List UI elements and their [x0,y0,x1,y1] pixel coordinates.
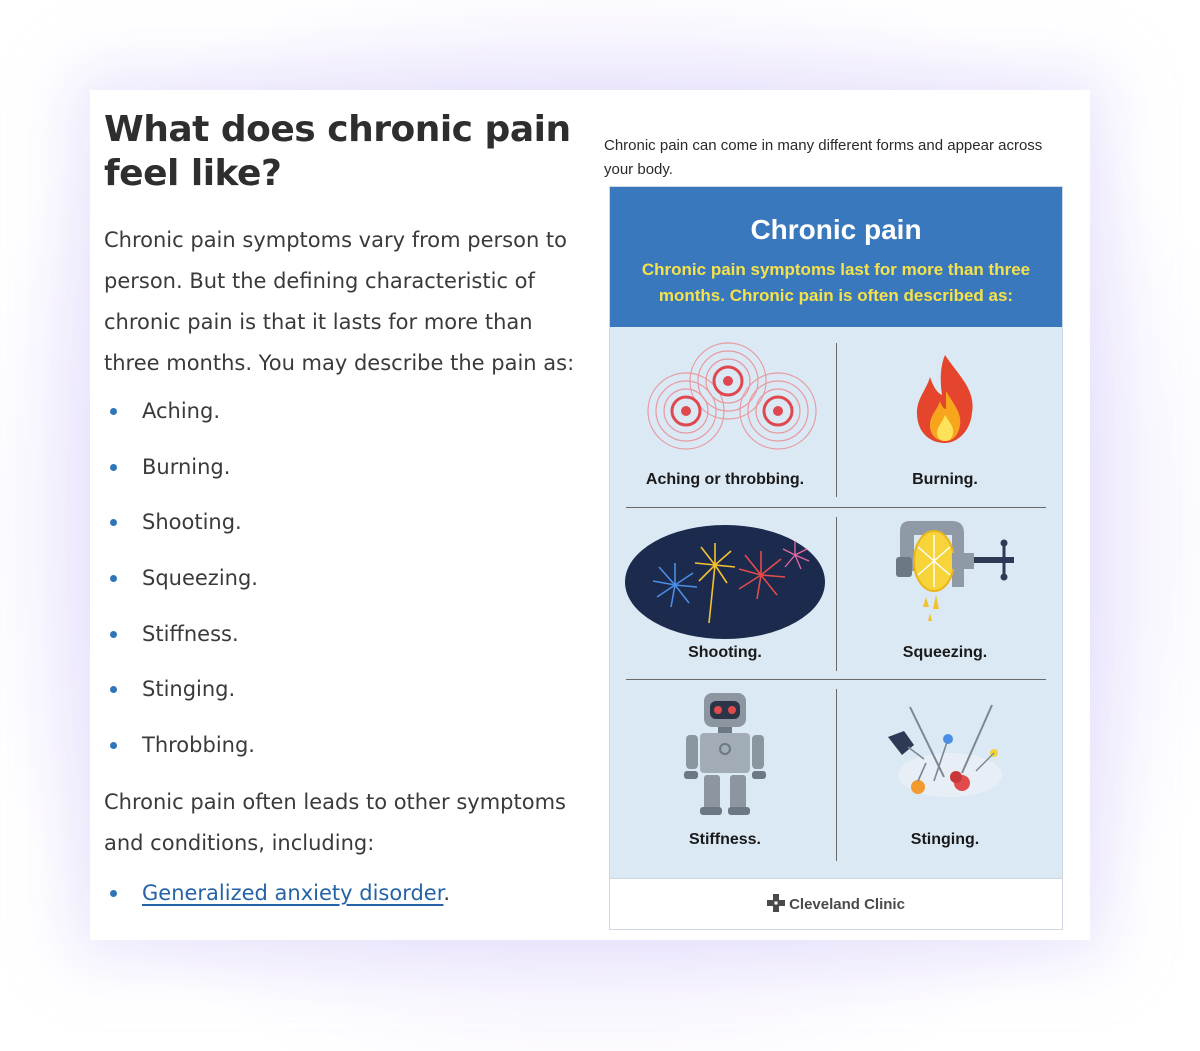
infographic-header: Chronic pain Chronic pain symptoms last … [610,187,1062,327]
bullet-icon [110,630,117,638]
pain-grid: Aching or throbbing. Burning. [610,329,1062,879]
pain-type-list: Aching. Burning. Shooting. Squeezing. St… [104,396,594,760]
bullet-icon [110,742,117,750]
cleveland-clinic-logo-icon [767,894,786,912]
list-item: Burning. [104,452,594,482]
cell-label: Stinging. [910,831,980,848]
section-heading: What does chronic pain feel like? [104,109,571,194]
list-item: Stiffness. [104,619,594,649]
pain-cell-burning: Burning. [840,329,1050,507]
pain-cell-shooting: Shooting. [620,509,830,679]
bullet-icon [110,686,117,694]
cell-label: Stiffness. [688,831,761,848]
list-item: Squeezing. [104,563,594,593]
fireworks-icon [625,525,825,639]
infographic-subtitle: Chronic pain symptoms last for more than… [641,260,1031,305]
infographic-footer: Cleveland Clinic [610,878,1062,929]
intro-paragraph: Chronic pain symptoms vary from person t… [104,228,575,375]
cell-label: Shooting. [688,644,762,661]
cell-label: Squeezing. [902,644,988,661]
divider [626,507,1046,508]
brand-logo: Cleveland Clinic [767,894,905,913]
infographic-title: Chronic pain [750,214,922,245]
divider [836,517,837,671]
bullet-icon [110,463,117,471]
anxiety-disorder-link[interactable]: Generalized anxiety disorder [142,880,444,905]
brand-name: Cleveland Clinic [789,896,905,913]
clamp-lemon-icon [896,521,1014,621]
bullet-icon [110,408,117,415]
list-item: Shooting. [104,507,594,537]
cell-label: Aching or throbbing. [645,471,805,488]
bullet-icon [110,519,117,527]
divider [836,689,837,861]
article-card: What does chronic pain feel like? Chroni… [90,90,1090,940]
figure: Chronic pain can come in many different … [604,134,1074,930]
pain-cell-stinging: Stinging. [840,681,1050,861]
concentric-circles-icon [647,342,817,450]
article-body: What does chronic pain feel like? Chroni… [104,108,594,934]
conditions-list: Generalized anxiety disorder. [104,878,594,908]
followup-paragraph: Chronic pain often leads to other sympto… [104,789,566,855]
pain-cell-stiffness: Stiffness. [620,681,830,861]
bullet-icon [110,575,117,583]
divider [626,679,1046,680]
robot-icon [684,693,766,815]
cell-label: Burning. [912,471,978,488]
pain-cell-squeezing: Squeezing. [840,509,1050,679]
list-item: Stinging. [104,674,594,704]
pain-cell-aching: Aching or throbbing. [620,329,830,507]
list-item: Aching. [104,396,594,426]
chronic-pain-infographic: Chronic pain Chronic pain symptoms last … [609,186,1063,930]
list-item: Throbbing. [104,730,594,760]
divider [836,343,837,497]
flame-icon [916,355,973,443]
bullet-icon [110,889,117,897]
list-item: Generalized anxiety disorder. [104,878,594,908]
figure-caption: Chronic pain can come in many different … [604,137,1043,178]
pins-needles-icon [888,704,1002,797]
